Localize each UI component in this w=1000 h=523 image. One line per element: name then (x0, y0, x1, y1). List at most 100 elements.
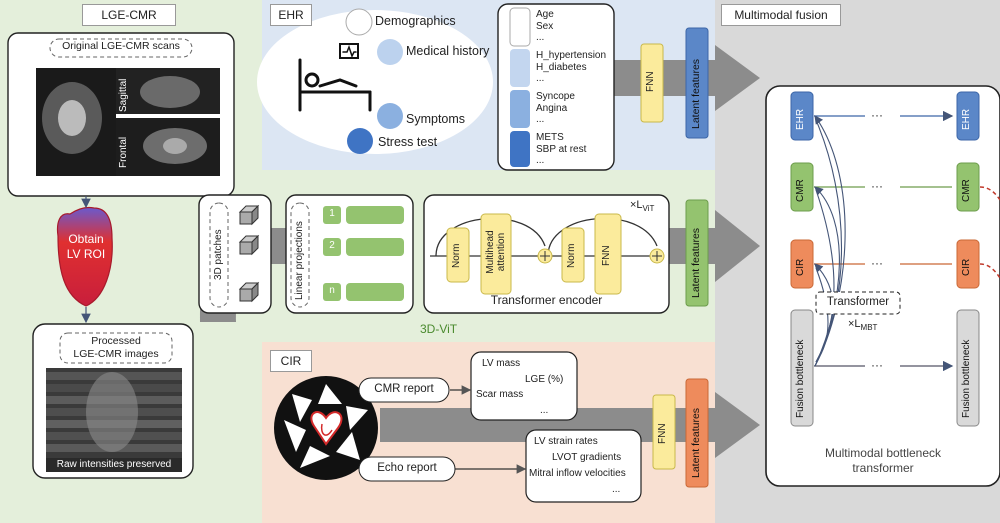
norm-label-1: Norm (451, 243, 462, 268)
mbt-cmr-in-label: CMR (795, 179, 806, 202)
cir-latent-label: Latent features (690, 407, 702, 478)
ehr-feature-ellipsis-2: ... (536, 73, 545, 84)
mbt-repeat-label: ×LMBT (848, 318, 878, 333)
echo-items-box (525, 429, 642, 503)
ehr-fnn-label: FNN (645, 71, 656, 92)
mbt-ellipsis-3: ··· (871, 256, 883, 270)
mbt-cmr-out (956, 162, 980, 212)
cmr-item-scar-mass: Scar mass (476, 389, 524, 400)
ehr-category-medical-history: Medical history (406, 44, 490, 58)
vit-latent-block (685, 199, 709, 307)
mha-block (480, 213, 512, 295)
token-1-label: 1 (329, 208, 335, 219)
mbt-caption-line1: Multimodal bottleneck (824, 446, 942, 460)
mbt-cir-out-label: CIR (961, 258, 972, 276)
aperture-heart-icon (274, 376, 378, 480)
mbt-bottleneck-in-label: Fusion bottleneck (795, 339, 806, 418)
norm-block-2 (561, 227, 585, 283)
mbt-cir-in (790, 239, 814, 289)
processed-label-line1: Processed (91, 335, 141, 347)
ehr-feature-syncope: Syncope (536, 91, 575, 102)
ehr-feature-ellipsis-4: ... (536, 155, 545, 166)
mbt-ellipsis-2: ··· (871, 179, 883, 193)
echo-item-ellipsis: ... (612, 484, 621, 495)
cmr-report-pill (358, 377, 450, 403)
echo-report-pill (358, 456, 456, 482)
vit-repeat-label: ×LViT (630, 199, 655, 214)
mbt-ellipsis-1: ··· (871, 108, 883, 122)
echo-item-mitral: Mitral inflow velocities (529, 468, 626, 479)
ehr-category-demographics: Demographics (375, 14, 456, 28)
mbt-cmr-in (790, 162, 814, 212)
mbt-ehr-out-label: EHR (961, 108, 972, 130)
ehr-category-symptoms: Symptoms (406, 112, 466, 126)
demographics-dot (345, 8, 373, 36)
ehr-feature-ellipsis-3: ... (536, 114, 545, 125)
patient-bed-icon (298, 43, 372, 112)
mbt-bottleneck-out-label: Fusion bottleneck (961, 339, 972, 418)
cir-fnn-label: FNN (657, 423, 668, 444)
ehr-fnn-block (640, 43, 664, 123)
ehr-latent-block (685, 27, 709, 139)
ehr-feature-hypertension: H_hypertension (536, 50, 607, 61)
ehr-category-stress-test: Stress test (378, 135, 438, 149)
encoder-label: Transformer encoder (490, 293, 603, 307)
norm-label-2: Norm (566, 243, 577, 268)
mbt-caption-line2: transformer (852, 461, 914, 475)
frontal-label: Frontal (118, 136, 129, 168)
cir-latent-block (685, 378, 709, 488)
ehr-feature-sex: Sex (536, 21, 554, 32)
cmr-items-box (470, 351, 578, 421)
patch-cubes (238, 204, 260, 303)
original-scans-label: Original LGE-CMR scans (62, 40, 180, 52)
mbt-box (765, 85, 1000, 487)
ehr-latent-label: Latent features (690, 58, 702, 129)
mbt-ehr-out (956, 91, 980, 141)
echo-report-label: Echo report (377, 462, 437, 474)
fusion-title: Multimodal fusion (721, 4, 841, 26)
mbt-cir-in-label: CIR (795, 258, 806, 276)
token-n-label: n (329, 285, 335, 296)
token-2-label: 2 (329, 240, 335, 251)
vit-latent-label: Latent features (690, 227, 702, 298)
processed-label-line2: LGE-CMR images (73, 348, 159, 360)
roi-label-line1: Obtain (68, 232, 104, 246)
mbt-cmr-out-label: CMR (961, 179, 972, 202)
encoder-fnn-block (594, 213, 622, 295)
stress-test-dot (347, 128, 373, 154)
ehr-feature-age: Age (536, 9, 554, 20)
ehr-feature-sbp: SBP at rest (536, 144, 587, 155)
lv-roi-heart (56, 206, 113, 307)
ehr-feature-angina: Angina (536, 103, 568, 114)
cmr-report-label: CMR report (374, 383, 434, 395)
echo-item-lvot: LVOT gradients (552, 452, 622, 463)
lge-cmr-title: LGE-CMR (82, 4, 176, 26)
linear-projections-label: Linear projections (294, 221, 305, 300)
raw-intensities-label: Raw intensities preserved (56, 459, 172, 470)
patches-label: 3D patches (213, 229, 224, 280)
mbt-ellipsis-4: ··· (871, 358, 883, 372)
encoder-fnn-label: FNN (601, 245, 612, 266)
echo-item-strain: LV strain rates (534, 436, 598, 447)
ehr-feature-diabetes: H_diabetes (536, 62, 587, 73)
mbt-cir-out (956, 239, 980, 289)
mbt-transformer-label-box (815, 291, 901, 315)
mbt-bottleneck-out (956, 309, 980, 427)
ehr-feature-ellipsis-1: ... (536, 32, 545, 43)
medical-history-dot (377, 39, 403, 65)
symptoms-dot (377, 103, 403, 129)
vit-caption: 3D-ViT (420, 322, 458, 336)
cmr-item-lv-mass: LV mass (482, 358, 521, 369)
mbt-ehr-in (790, 91, 814, 141)
ehr-feature-mets: METS (536, 132, 564, 143)
cmr-item-ellipsis: ... (540, 405, 549, 416)
mbt-ehr-in-label: EHR (795, 108, 806, 130)
ehr-title: EHR (270, 4, 312, 26)
roi-label-line2: LV ROI (66, 247, 106, 261)
cir-title: CIR (270, 350, 312, 372)
image-stack (46, 368, 182, 468)
sagittal-label: Sagittal (118, 78, 129, 112)
token-rows (323, 206, 404, 301)
cir-fnn-block (652, 394, 676, 470)
